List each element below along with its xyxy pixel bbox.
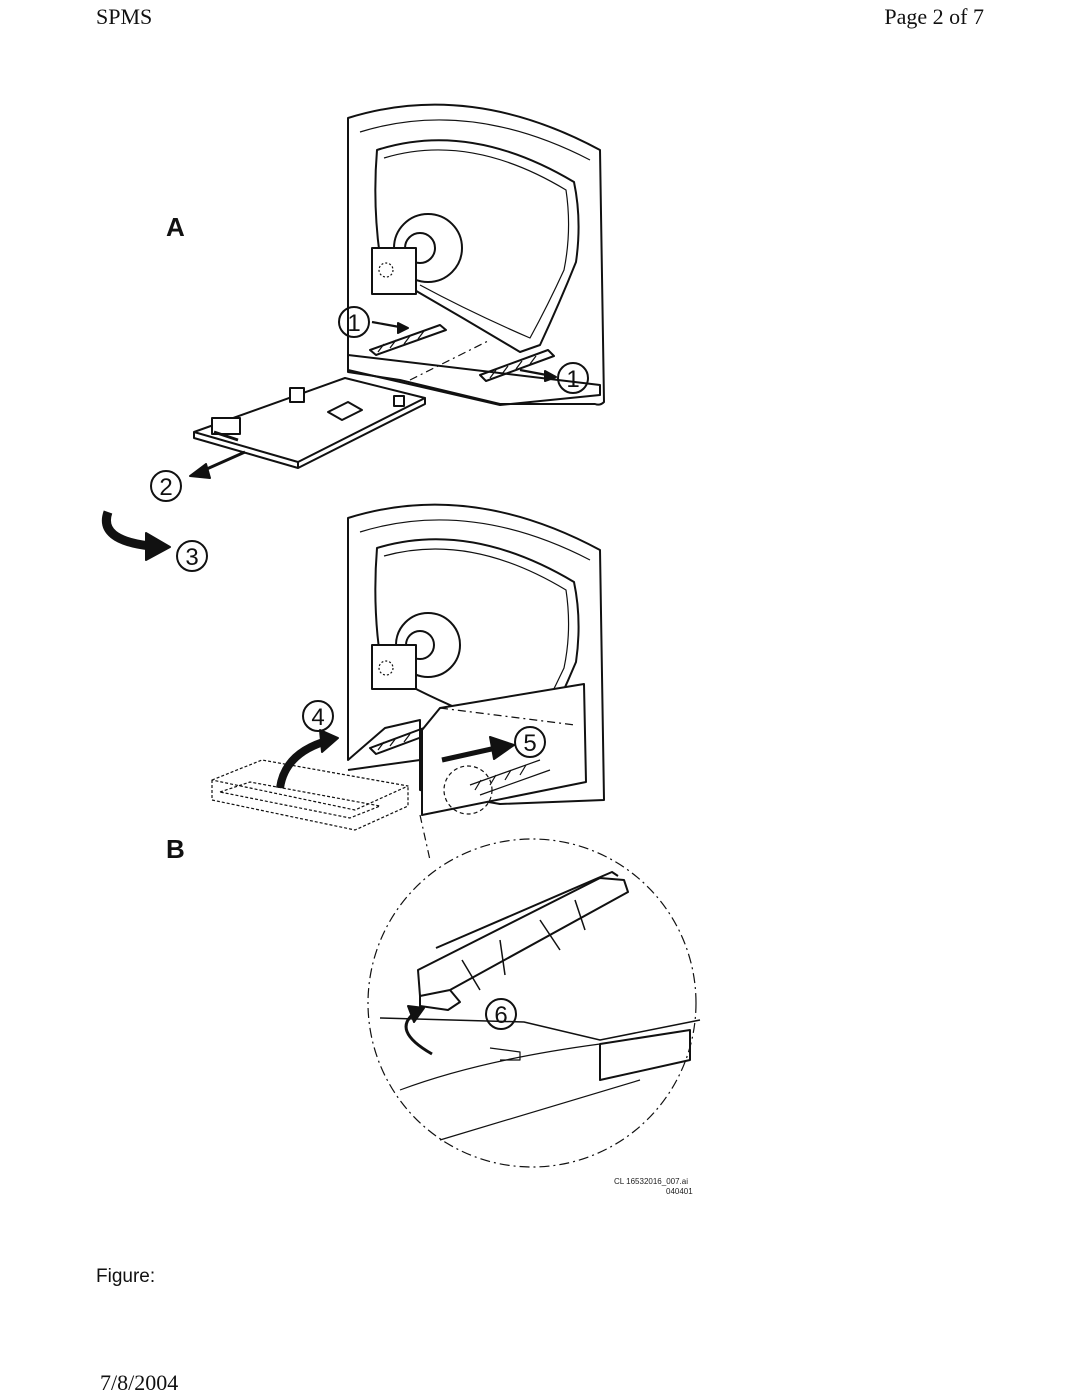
step-6-label: 6 bbox=[494, 1002, 507, 1029]
step-3-label: 3 bbox=[185, 544, 198, 571]
step-1-left bbox=[338, 306, 370, 338]
step-2 bbox=[150, 470, 182, 502]
detail-zoom bbox=[367, 838, 701, 1168]
drawing-code: CL 16532016_007.ai bbox=[614, 1177, 688, 1186]
figure-caption: Figure: bbox=[96, 1266, 156, 1287]
figure-label-a: A bbox=[166, 212, 185, 242]
step-5-label: 5 bbox=[523, 730, 536, 757]
page-number: Page 2 of 7 bbox=[884, 4, 984, 29]
step-6 bbox=[485, 998, 517, 1030]
drawing-date-code: 040401 bbox=[666, 1187, 693, 1196]
footer-date: 7/8/2004 bbox=[100, 1370, 179, 1395]
step-1-right bbox=[557, 362, 589, 394]
step-1-left-label: 1 bbox=[347, 310, 360, 337]
circuit-board bbox=[193, 377, 426, 469]
step-1-right-label: 1 bbox=[566, 366, 579, 393]
figure-label-b: B bbox=[166, 834, 185, 864]
step-5 bbox=[514, 726, 546, 758]
tv-housing-a bbox=[347, 103, 605, 406]
header-title: SPMS bbox=[96, 4, 153, 29]
step-4 bbox=[302, 700, 334, 732]
step-4-label: 4 bbox=[311, 704, 324, 731]
step-3 bbox=[176, 540, 208, 572]
step-2-label: 2 bbox=[159, 474, 172, 501]
